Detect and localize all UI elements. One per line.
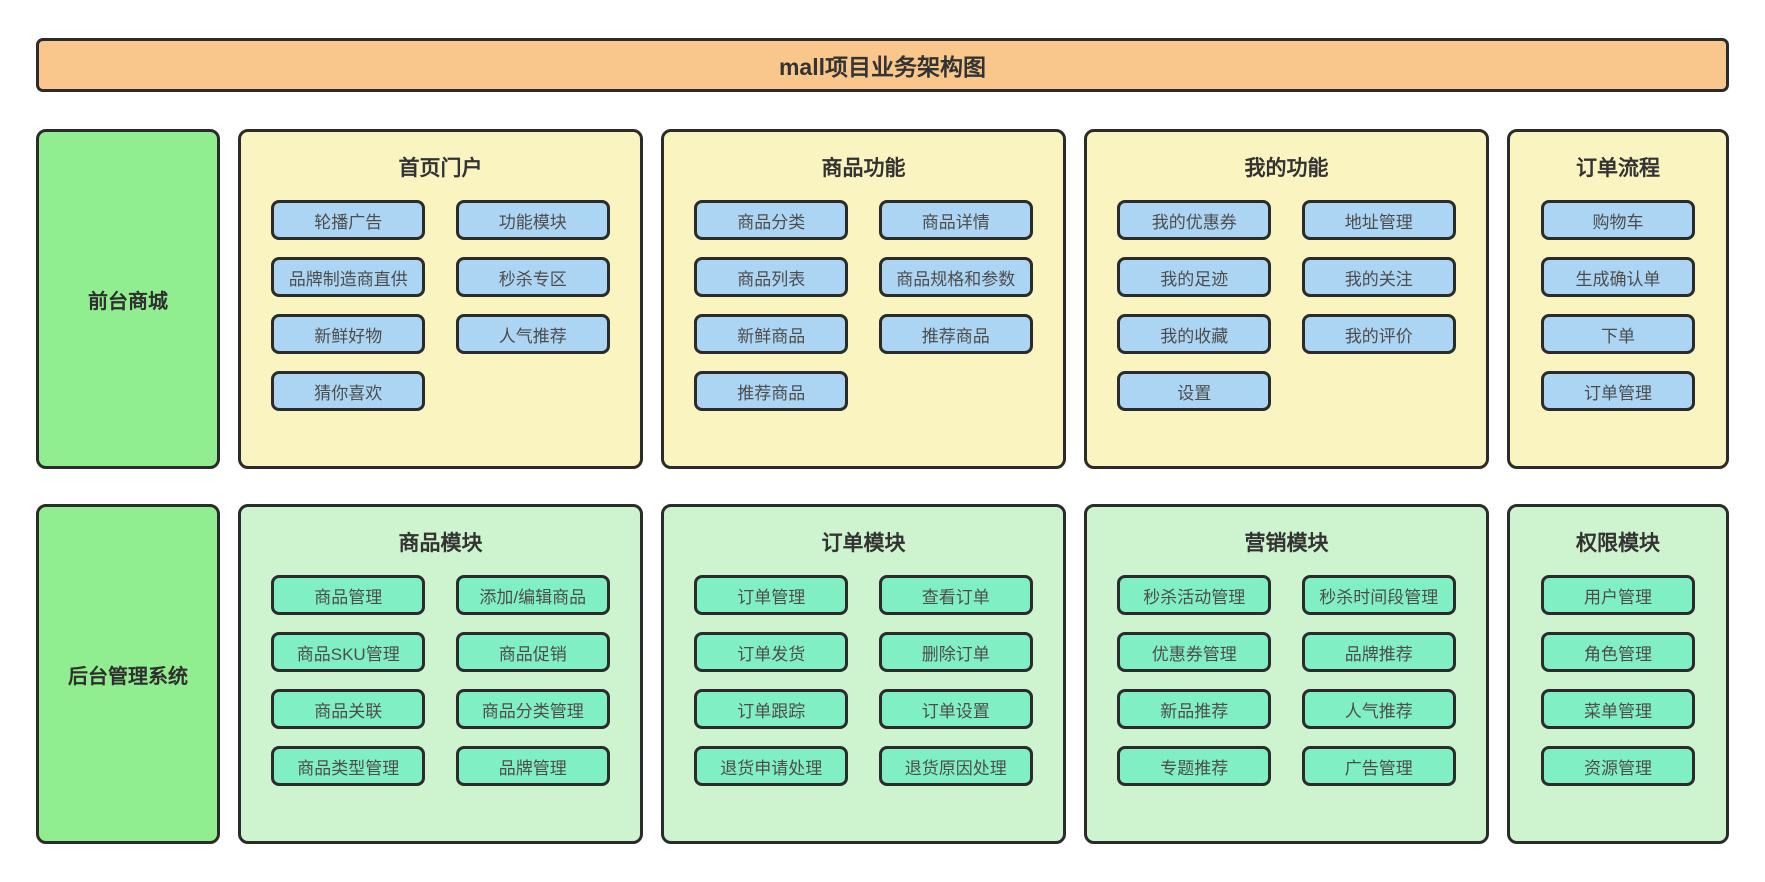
node-grid: 秒杀活动管理 秒杀时间段管理 优惠券管理 品牌推荐 新品推荐 人气推荐 专题推荐… xyxy=(1107,575,1466,786)
diagram-node: 商品分类 xyxy=(694,200,849,240)
diagram-node: 猜你喜欢 xyxy=(271,371,426,411)
diagram-node: 秒杀专区 xyxy=(455,257,610,297)
panel-title: 权限模块 xyxy=(1576,532,1660,555)
diagram-node: 我的优惠券 xyxy=(1117,200,1272,240)
node-grid: 订单管理 查看订单 订单发货 删除订单 订单跟踪 订单设置 退货申请处理 退货原… xyxy=(684,575,1043,786)
diagram-node: 购物车 xyxy=(1540,200,1696,240)
node-grid: 商品管理 添加/编辑商品 商品SKU管理 商品促销 商品关联 商品分类管理 商品… xyxy=(261,575,620,786)
panel-product-module: 商品模块 商品管理 添加/编辑商品 商品SKU管理 商品促销 商品关联 商品分类… xyxy=(238,504,643,844)
diagram-node: 商品详情 xyxy=(878,200,1033,240)
diagram-node: 广告管理 xyxy=(1301,746,1456,786)
diagram-node: 资源管理 xyxy=(1540,746,1696,786)
diagram-node: 人气推荐 xyxy=(1301,689,1456,729)
node-grid: 用户管理 角色管理 菜单管理 资源管理 xyxy=(1530,575,1706,786)
side-label-backend: 后台管理系统 xyxy=(36,504,220,844)
diagram-node: 品牌制造商直供 xyxy=(271,257,426,297)
node-grid: 商品分类 商品详情 商品列表 商品规格和参数 新鲜商品 推荐商品 推荐商品 xyxy=(684,200,1043,411)
panel-title: 商品功能 xyxy=(821,157,906,180)
diagram-node: 优惠券管理 xyxy=(1117,632,1272,672)
panel-product-features: 商品功能 商品分类 商品详情 商品列表 商品规格和参数 新鲜商品 推荐商品 推荐… xyxy=(661,129,1066,469)
diagram-node: 添加/编辑商品 xyxy=(455,575,610,615)
diagram-node: 品牌管理 xyxy=(455,746,610,786)
diagram-node: 商品SKU管理 xyxy=(271,632,426,672)
diagram-node: 商品促销 xyxy=(455,632,610,672)
panel-title: 营销模块 xyxy=(1244,532,1329,555)
diagram-node: 新鲜好物 xyxy=(271,314,426,354)
diagram-node: 功能模块 xyxy=(455,200,610,240)
diagram-node: 新鲜商品 xyxy=(694,314,849,354)
panel-title: 订单流程 xyxy=(1576,157,1660,180)
diagram-node: 退货原因处理 xyxy=(878,746,1033,786)
diagram-node: 新品推荐 xyxy=(1117,689,1272,729)
panel-title: 订单模块 xyxy=(821,532,906,555)
panel-order-module: 订单模块 订单管理 查看订单 订单发货 删除订单 订单跟踪 订单设置 退货申请处… xyxy=(661,504,1066,844)
diagram-body: 前台商城 首页门户 轮播广告 功能模块 品牌制造商直供 秒杀专区 新鲜好物 人气… xyxy=(36,129,1729,844)
side-label-text: 后台管理系统 xyxy=(68,665,188,688)
panel-title: 我的功能 xyxy=(1244,157,1329,180)
diagram-node: 订单设置 xyxy=(878,689,1033,729)
diagram-node: 订单管理 xyxy=(694,575,849,615)
diagram-node: 我的足迹 xyxy=(1117,257,1272,297)
diagram-node: 地址管理 xyxy=(1301,200,1456,240)
diagram-node: 商品管理 xyxy=(271,575,426,615)
panel-home-portal: 首页门户 轮播广告 功能模块 品牌制造商直供 秒杀专区 新鲜好物 人气推荐 猜你… xyxy=(238,129,643,469)
panel-title: 首页门户 xyxy=(398,157,483,180)
diagram-node: 生成确认单 xyxy=(1540,257,1696,297)
diagram-node: 角色管理 xyxy=(1540,632,1696,672)
node-grid: 轮播广告 功能模块 品牌制造商直供 秒杀专区 新鲜好物 人气推荐 猜你喜欢 xyxy=(261,200,620,411)
diagram-node: 查看订单 xyxy=(878,575,1033,615)
diagram-node: 秒杀时间段管理 xyxy=(1301,575,1456,615)
diagram-node: 设置 xyxy=(1117,371,1272,411)
diagram-node: 商品分类管理 xyxy=(455,689,610,729)
diagram-node: 我的关注 xyxy=(1301,257,1456,297)
panel-title: 商品模块 xyxy=(398,532,483,555)
diagram-node: 我的评价 xyxy=(1301,314,1456,354)
diagram-node: 删除订单 xyxy=(878,632,1033,672)
node-grid: 我的优惠券 地址管理 我的足迹 我的关注 我的收藏 我的评价 设置 xyxy=(1107,200,1466,411)
diagram-node: 订单跟踪 xyxy=(694,689,849,729)
node-grid: 购物车 生成确认单 下单 订单管理 xyxy=(1530,200,1706,411)
diagram-node: 轮播广告 xyxy=(271,200,426,240)
diagram-node: 推荐商品 xyxy=(694,371,849,411)
diagram-node: 订单管理 xyxy=(1540,371,1696,411)
diagram-node: 商品关联 xyxy=(271,689,426,729)
diagram-node: 专题推荐 xyxy=(1117,746,1272,786)
diagram-node: 商品规格和参数 xyxy=(878,257,1033,297)
side-label-frontend: 前台商城 xyxy=(36,129,220,469)
side-label-text: 前台商城 xyxy=(88,290,168,313)
diagram-title: mall项目业务架构图 xyxy=(778,54,987,80)
diagram-node: 推荐商品 xyxy=(878,314,1033,354)
panel-my-features: 我的功能 我的优惠券 地址管理 我的足迹 我的关注 我的收藏 我的评价 设置 xyxy=(1084,129,1489,469)
diagram-node: 品牌推荐 xyxy=(1301,632,1456,672)
frontend-row: 前台商城 首页门户 轮播广告 功能模块 品牌制造商直供 秒杀专区 新鲜好物 人气… xyxy=(36,129,1729,469)
diagram-node: 我的收藏 xyxy=(1117,314,1272,354)
panel-permission-module: 权限模块 用户管理 角色管理 菜单管理 资源管理 xyxy=(1507,504,1729,844)
diagram-node: 商品类型管理 xyxy=(271,746,426,786)
diagram-node: 用户管理 xyxy=(1540,575,1696,615)
diagram-node: 人气推荐 xyxy=(455,314,610,354)
panel-order-flow: 订单流程 购物车 生成确认单 下单 订单管理 xyxy=(1507,129,1729,469)
diagram-node: 菜单管理 xyxy=(1540,689,1696,729)
diagram-node: 秒杀活动管理 xyxy=(1117,575,1272,615)
backend-row: 后台管理系统 商品模块 商品管理 添加/编辑商品 商品SKU管理 商品促销 商品… xyxy=(36,504,1729,844)
diagram-node: 下单 xyxy=(1540,314,1696,354)
diagram-title-banner: mall项目业务架构图 xyxy=(36,38,1729,92)
diagram-node: 订单发货 xyxy=(694,632,849,672)
panel-marketing-module: 营销模块 秒杀活动管理 秒杀时间段管理 优惠券管理 品牌推荐 新品推荐 人气推荐… xyxy=(1084,504,1489,844)
diagram-node: 退货申请处理 xyxy=(694,746,849,786)
diagram-node: 商品列表 xyxy=(694,257,849,297)
